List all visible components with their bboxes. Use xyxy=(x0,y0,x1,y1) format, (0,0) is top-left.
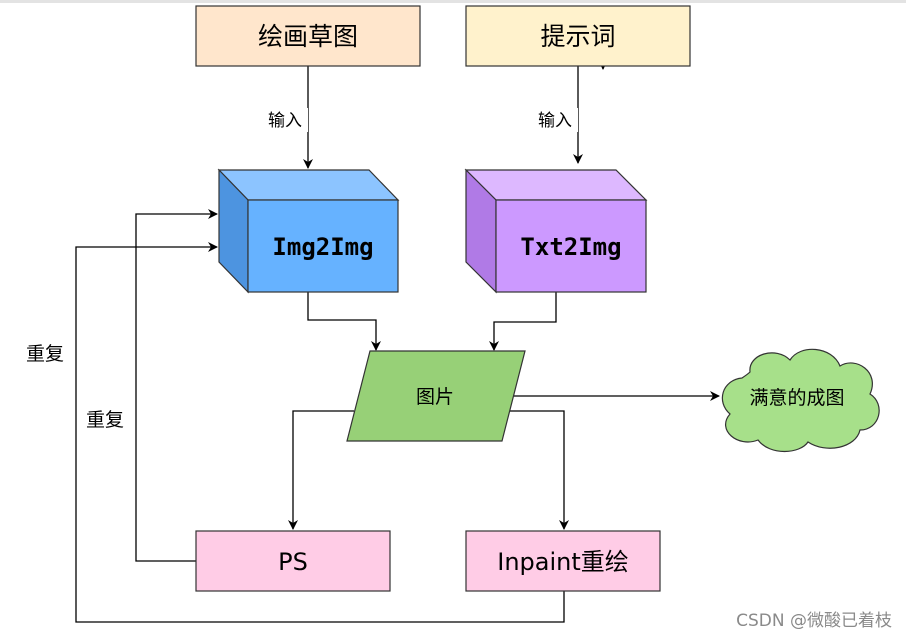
node-inpaint-label: Inpaint重绘 xyxy=(497,548,629,576)
node-result-cloud xyxy=(721,348,880,452)
node-img2img-label: Img2Img xyxy=(272,233,373,261)
label-repeat-inner: 重复 xyxy=(86,409,124,431)
txt2img-front-face xyxy=(495,199,647,293)
node-ps-label: PS xyxy=(278,548,308,576)
node-inpaint: Inpaint重绘 xyxy=(465,530,661,592)
label-input-right: 输入 xyxy=(538,111,572,131)
node-image-shape xyxy=(346,350,526,442)
edge-ps-repeat xyxy=(135,209,218,562)
node-result-label: 满意的成图 xyxy=(749,387,844,409)
edge-image-to-inpaint xyxy=(505,410,569,530)
node-result: 满意的成图 xyxy=(721,348,880,452)
edges xyxy=(75,52,720,623)
img2img-front-face xyxy=(247,199,399,293)
node-image: 图片 xyxy=(346,350,526,442)
node-sketch: 绘画草图 xyxy=(195,5,421,67)
edge-image-to-ps xyxy=(288,410,354,530)
node-prompt-label: 提示词 xyxy=(540,22,615,51)
txt2img-top-face xyxy=(464,169,648,201)
label-repeat-outer: 重复 xyxy=(26,343,64,365)
watermark: CSDN @微酸已着枝 xyxy=(736,611,892,631)
edge-labels: 输入 输入 重复 重复 xyxy=(26,108,578,431)
img2img-top-face xyxy=(217,169,400,201)
node-prompt: 提示词 xyxy=(465,5,691,67)
node-prompt-box xyxy=(465,5,691,67)
node-ps-box xyxy=(195,530,391,592)
node-inpaint-box xyxy=(465,530,661,592)
node-img2img: Img2Img xyxy=(217,168,400,294)
node-txt2img: Txt2Img xyxy=(464,168,648,294)
node-image-label: 图片 xyxy=(416,386,454,408)
top-border xyxy=(0,0,906,3)
edge-img2img-to-image xyxy=(307,292,381,351)
node-sketch-label: 绘画草图 xyxy=(258,22,358,51)
node-ps: PS xyxy=(195,530,391,592)
label-input-left: 输入 xyxy=(268,111,302,131)
node-txt2img-label: Txt2Img xyxy=(520,233,621,261)
edge-inpaint-repeat xyxy=(75,242,565,623)
node-sketch-box xyxy=(195,5,421,67)
edge-txt2img-to-image xyxy=(489,292,557,351)
